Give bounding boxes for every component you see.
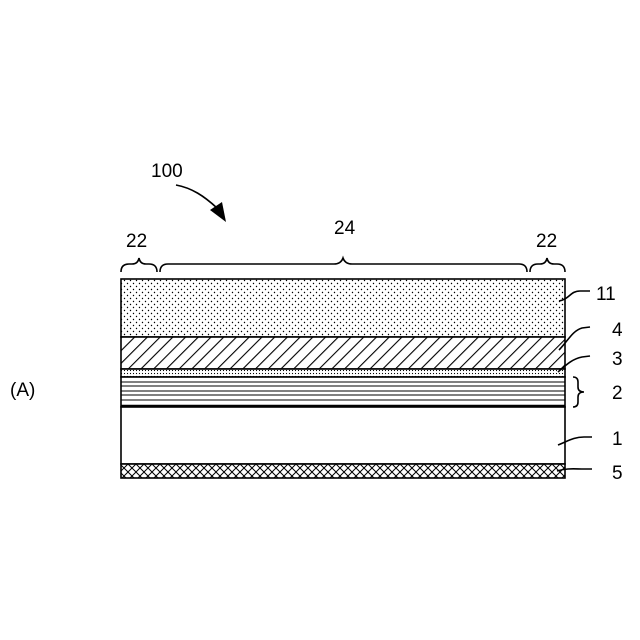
region-brace-right: [530, 258, 565, 272]
layer-11-dotted: [121, 279, 565, 337]
region-label-center: 24: [334, 218, 356, 239]
region-brace-center: [160, 258, 527, 272]
layer-3-fine-dotted: [121, 369, 565, 377]
layer-label-3: 3: [612, 349, 623, 370]
layer-label-2: 2: [612, 383, 623, 404]
brace-layer-2: [573, 377, 584, 407]
panel-label: (A): [10, 380, 35, 401]
layer-label-1: 1: [612, 429, 623, 450]
layer-1-substrate: [121, 407, 565, 464]
layer-label-11: 11: [596, 284, 616, 305]
device-pointer-arrow: [176, 185, 217, 208]
device-label: 100: [151, 161, 183, 182]
layer-2-multilayer: [121, 377, 565, 407]
region-label-right: 22: [536, 231, 557, 252]
layer-label-5: 5: [612, 463, 623, 484]
layer-label-4: 4: [612, 320, 623, 341]
layer-5-crosshatched: [121, 464, 565, 478]
arrowhead-icon: [210, 202, 226, 222]
layer-4-hatched: [121, 337, 565, 369]
region-brace-left: [121, 258, 157, 272]
region-label-left: 22: [126, 231, 147, 252]
